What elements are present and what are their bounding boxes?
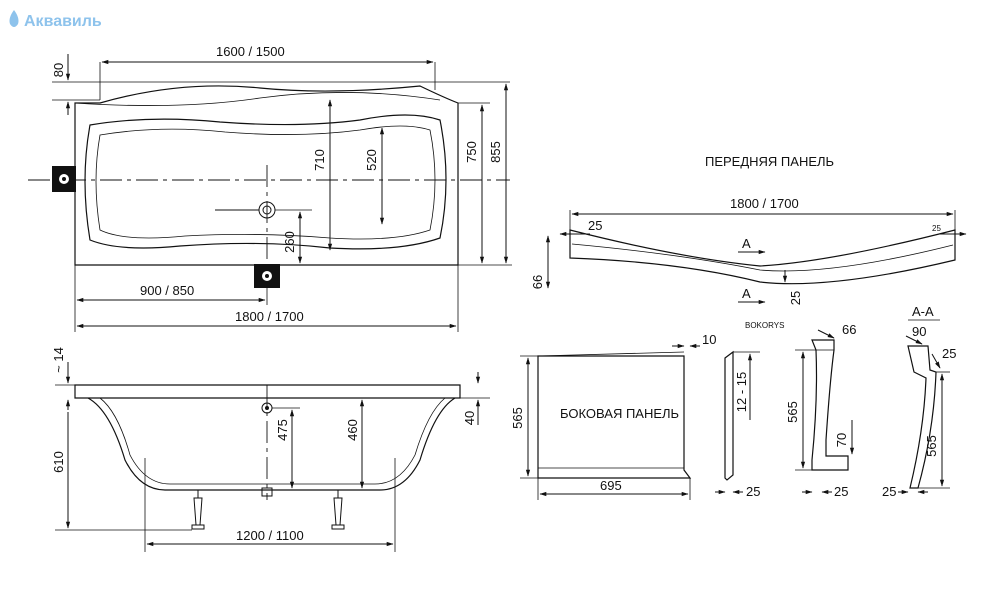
bokorys-view: BOKORYS 66 565 70 25 [745,321,856,499]
side-dim-legs: 1200 / 1100 [236,528,304,543]
tub-side-body [87,397,456,491]
dim-750: 750 [464,141,479,163]
front-panel-view: ПЕРЕДНЯЯ ПАНЕЛЬ 1800 / 1700 25 25 66 A A… [530,154,967,305]
right-leg-icon [331,490,345,530]
side-dim-610: 610 [51,451,66,473]
sp-dim-25: 25 [746,484,760,499]
dim-260: 260 [282,231,297,253]
fp-dim-25-left: 25 [588,218,602,233]
sec-dim-565: 565 [924,435,939,457]
front-panel-outline [569,229,956,285]
drain-icon [215,201,276,219]
sp-dim-695: 695 [600,478,622,493]
section-profile [907,345,937,489]
fp-dim-25-bottom: 25 [788,291,803,305]
left-connection-icon [52,166,76,192]
section-title: A-A [912,304,934,319]
fp-dim-66: 66 [530,275,545,289]
bk-dim-66: 66 [842,322,856,337]
front-panel-title: ПЕРЕДНЯЯ ПАНЕЛЬ [705,154,834,169]
brand-logo: Аквавиль [9,10,102,30]
dim-710: 710 [312,149,327,171]
sp-dim-565: 565 [510,407,525,429]
bk-dim-565: 565 [785,401,800,423]
fp-dim-length: 1800 / 1700 [730,196,799,211]
bokorys-title: BOKORYS [745,321,784,330]
sec-dim-25-top: 25 [942,346,956,361]
sec-dim-90: 90 [912,324,926,339]
dim-80: 80 [51,63,66,77]
side-dim-14: ~ 14 [51,347,66,373]
bottom-connection-icon [254,264,280,288]
side-panel-view: БОКОВАЯ ПАНЕЛЬ 565 695 10 12 - 15 25 [510,332,760,500]
side-panel-profile [724,350,734,481]
dim-855: 855 [488,141,503,163]
side-dim-40: 40 [462,411,477,425]
side-panel-title: БОКОВАЯ ПАНЕЛЬ [560,406,679,421]
section-aa-view: A-A 90 25 565 25 [882,304,956,499]
side-dim-475: 475 [275,419,290,441]
dim-top-length: 1800 / 1700 [235,309,304,324]
sec-dim-25-bottom: 25 [882,484,896,499]
tub-rim-inner [74,92,441,106]
tub-rim-outline [74,85,459,266]
tub-side-rim [74,384,461,399]
bk-dim-25: 25 [834,484,848,499]
bokorys-profile [811,339,849,471]
sp-dim-10: 10 [702,332,716,347]
section-mark-bottom: A [742,286,751,301]
front-panel-inner [571,243,954,272]
sp-dim-12-15: 12 - 15 [734,372,749,412]
left-leg-icon [191,490,205,530]
dim-top-width: 1600 / 1500 [216,44,285,59]
fp-dim-25-right: 25 [932,224,941,233]
dim-520: 520 [364,149,379,171]
side-dim-460: 460 [345,419,360,441]
dim-900: 900 / 850 [140,283,194,298]
top-view: 1600 / 1500 80 710 520 750 855 260 900 /… [28,44,512,332]
side-view: ~ 14 610 475 460 40 1200 / 1100 [51,347,490,552]
brand-name: Аквавиль [24,13,102,30]
drop-icon [9,10,19,27]
bk-dim-70: 70 [834,433,849,447]
side-panel-outline [537,355,692,479]
drain-fitting [261,487,273,497]
tub-basin-inner [95,125,436,240]
tub-basin-outline [84,114,447,250]
tub-side-inner [99,397,446,485]
section-mark-top: A [742,236,751,251]
